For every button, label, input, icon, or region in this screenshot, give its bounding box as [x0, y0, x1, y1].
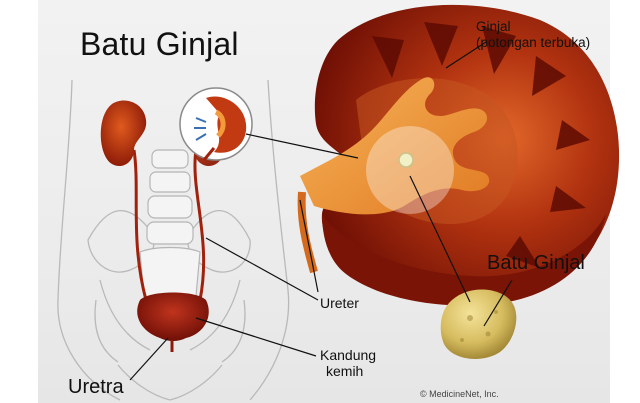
- diagram-title: Batu Ginjal: [80, 26, 239, 62]
- cutaway-kidney: [297, 4, 620, 306]
- leader-lines: [129, 41, 513, 381]
- bladder: [137, 292, 209, 341]
- kidney-ureter: [297, 191, 318, 274]
- copyright-credit: © MedicineNet, Inc.: [420, 389, 499, 399]
- kidney-stone: [440, 289, 517, 359]
- renal-pelvis: [300, 77, 490, 215]
- label-urethra: Uretra: [68, 376, 124, 398]
- label-bladder-line1: Kandung: [320, 347, 377, 363]
- label-bladder-line2: kemih: [326, 363, 364, 380]
- label-bladder: Kandung kemih: [320, 347, 376, 379]
- left-body-kidney: [100, 100, 147, 167]
- label-ureter: Ureter: [320, 295, 359, 311]
- label-kidney-stone: Batu Ginjal: [487, 252, 585, 274]
- label-kidney-line1: Ginjal: [476, 19, 511, 34]
- label-kidney-line2: (potongan terbuka): [476, 34, 591, 50]
- body-ureters: [132, 149, 206, 301]
- label-kidney-cutaway: Ginjal (potongan terbuka): [476, 19, 590, 50]
- magnified-kidney-inset: [179, 87, 253, 161]
- stone-highlight-circle: [366, 126, 454, 214]
